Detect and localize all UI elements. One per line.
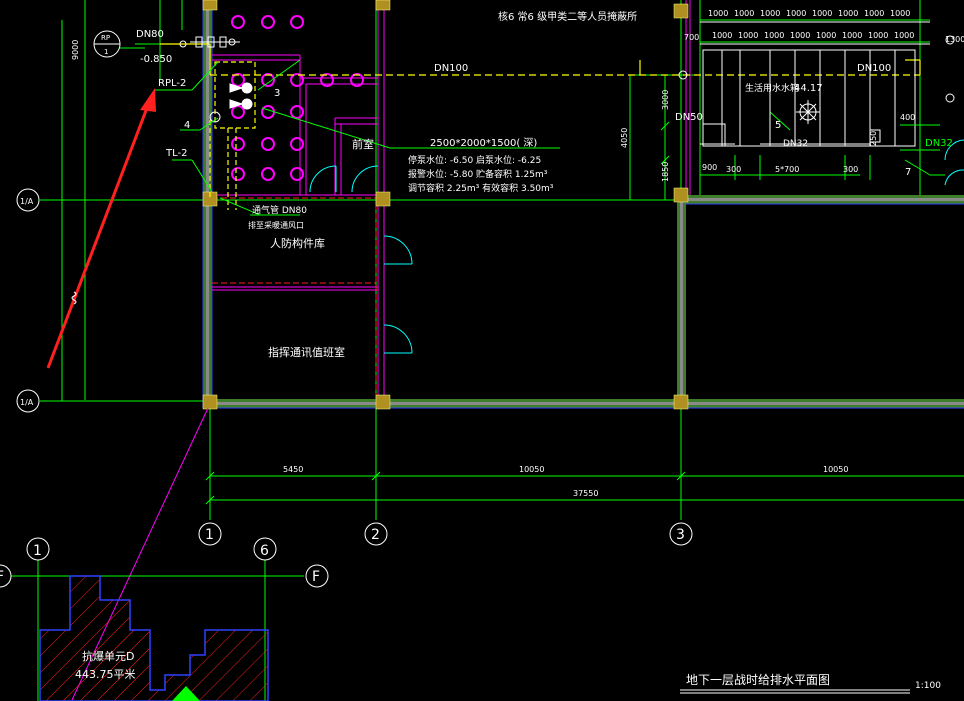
dim-1000-8: 1000: [890, 9, 910, 18]
dim-10050b: 10050: [823, 465, 848, 474]
dn32-label: DN32: [783, 139, 808, 149]
dim-1000-15: 1000: [868, 31, 888, 40]
title-block: [680, 689, 910, 694]
inset-axis-f-right: F: [312, 569, 320, 585]
dim-400: 400: [900, 113, 915, 122]
pit-levels-1: 停泵水位: -6.50 启泵水位: -6.25: [408, 154, 541, 166]
red-arrow: [46, 88, 156, 369]
dim-250: 250: [869, 131, 878, 146]
drawing-scale: 1:100: [915, 681, 941, 691]
tag-4: 4: [184, 120, 190, 131]
columns: [202, 0, 689, 410]
leader-lines: [116, 43, 791, 216]
rp-tag-top: RP: [101, 34, 110, 42]
water-tank: [678, 35, 955, 147]
vent-pipe-label: 通气管 DN80: [252, 204, 307, 216]
dim-300b: 300: [843, 165, 858, 174]
dim-700: 700: [684, 33, 699, 42]
dim-1000-11: 1000: [764, 31, 784, 40]
dn50-label: DN50: [675, 112, 703, 123]
dim-1000-7: 1000: [864, 9, 884, 18]
pit-size: 2500*2000*1500( 深): [430, 137, 537, 149]
hatch-label-1: 抗爆单元D: [82, 649, 134, 663]
pump-symbols: [179, 40, 253, 123]
room-duty: 指挥通讯值班室: [268, 345, 345, 359]
pit-levels-2: 报警水位: -5.80 贮备容积 1.25m³: [408, 168, 548, 180]
dim-9000: 9000: [71, 40, 80, 60]
dim-1000-5: 1000: [812, 9, 832, 18]
dim-1000-2: 1000: [734, 9, 754, 18]
room-qianshi: 前室: [352, 137, 374, 151]
dim-4050: 4050: [620, 128, 629, 148]
tag-5: 5: [775, 120, 781, 131]
dim-1000-3: 1000: [760, 9, 780, 18]
top-1000-row: 1000 1000 1000 1000 1000 1000 1000 1000 …: [708, 9, 914, 40]
dimension-lines: [205, 19, 964, 506]
axis-1-label: 1: [205, 527, 214, 543]
rpl2-label: RPL-2: [158, 78, 186, 89]
axis-3-label: 3: [676, 527, 685, 543]
vent-note: 排至采暖通风口: [248, 220, 304, 230]
tank-elevation: 44.17: [794, 83, 823, 94]
grid-bubbles: [16, 30, 693, 546]
dn100-right: DN100: [857, 63, 891, 74]
break-mark: [71, 291, 77, 305]
dim-1000-14: 1000: [842, 31, 862, 40]
room-store: 人防构件库: [270, 236, 325, 250]
water-pipes: [160, 43, 921, 210]
tl2-label: TL-2: [165, 148, 187, 159]
axis-2-label: 2: [371, 527, 380, 543]
dim-1000-1: 1000: [708, 9, 728, 18]
dim-1000-13: 1000: [816, 31, 836, 40]
dim-1000-9: 1000: [712, 31, 732, 40]
dim-1300: 1300: [945, 35, 964, 44]
dim-5450: 5450: [283, 465, 303, 474]
rp-tag-bottom: 1: [104, 48, 108, 56]
dim-1000-10: 1000: [738, 31, 758, 40]
dn32-right: DN32: [925, 138, 953, 149]
dn100-left: DN100: [434, 63, 468, 74]
dim-10050a: 10050: [519, 465, 544, 474]
top-dimension-ticks: [700, 21, 930, 45]
pit-levels-3: 调节容积 2.25m³ 有效容积 3.50m³: [408, 182, 554, 194]
doors: [309, 139, 964, 354]
tag-3: 3: [274, 88, 280, 99]
tank-name: 生活用水水箱: [745, 82, 799, 94]
inset-axis-f-left: F: [0, 569, 4, 585]
dim-1000-12: 1000: [790, 31, 810, 40]
drawing-title: 地下一层战时给排水平面图: [686, 673, 830, 687]
dim-1000-4: 1000: [786, 9, 806, 18]
axis-b-label: 1/A: [20, 398, 34, 407]
top-title: 核6 常6 级甲类二等人员掩蔽所: [498, 10, 637, 23]
tag-7: 7: [905, 167, 911, 178]
hatch-label-2: 443.75平米: [75, 668, 136, 681]
dim-3000: 3000: [661, 90, 670, 110]
dn80-label: DN80: [136, 29, 164, 40]
valve-cluster: [190, 36, 240, 48]
dim-900: 900: [702, 163, 717, 172]
inset-plan: [0, 537, 329, 701]
dim-1000-6: 1000: [838, 9, 858, 18]
dim-1850: 1850: [661, 162, 670, 182]
elevation-label: -0.850: [140, 54, 172, 65]
inset-axis-6: 6: [260, 543, 269, 559]
dim-5x700: 5*700: [775, 165, 799, 174]
axis-a-label: 1/A: [20, 197, 34, 206]
dim-1000-16: 1000: [894, 31, 914, 40]
tank-dim-lines: [699, 124, 945, 180]
dim-300a: 300: [726, 165, 741, 174]
inset-axis-1: 1: [33, 543, 42, 559]
dim-37550: 37550: [573, 489, 598, 498]
